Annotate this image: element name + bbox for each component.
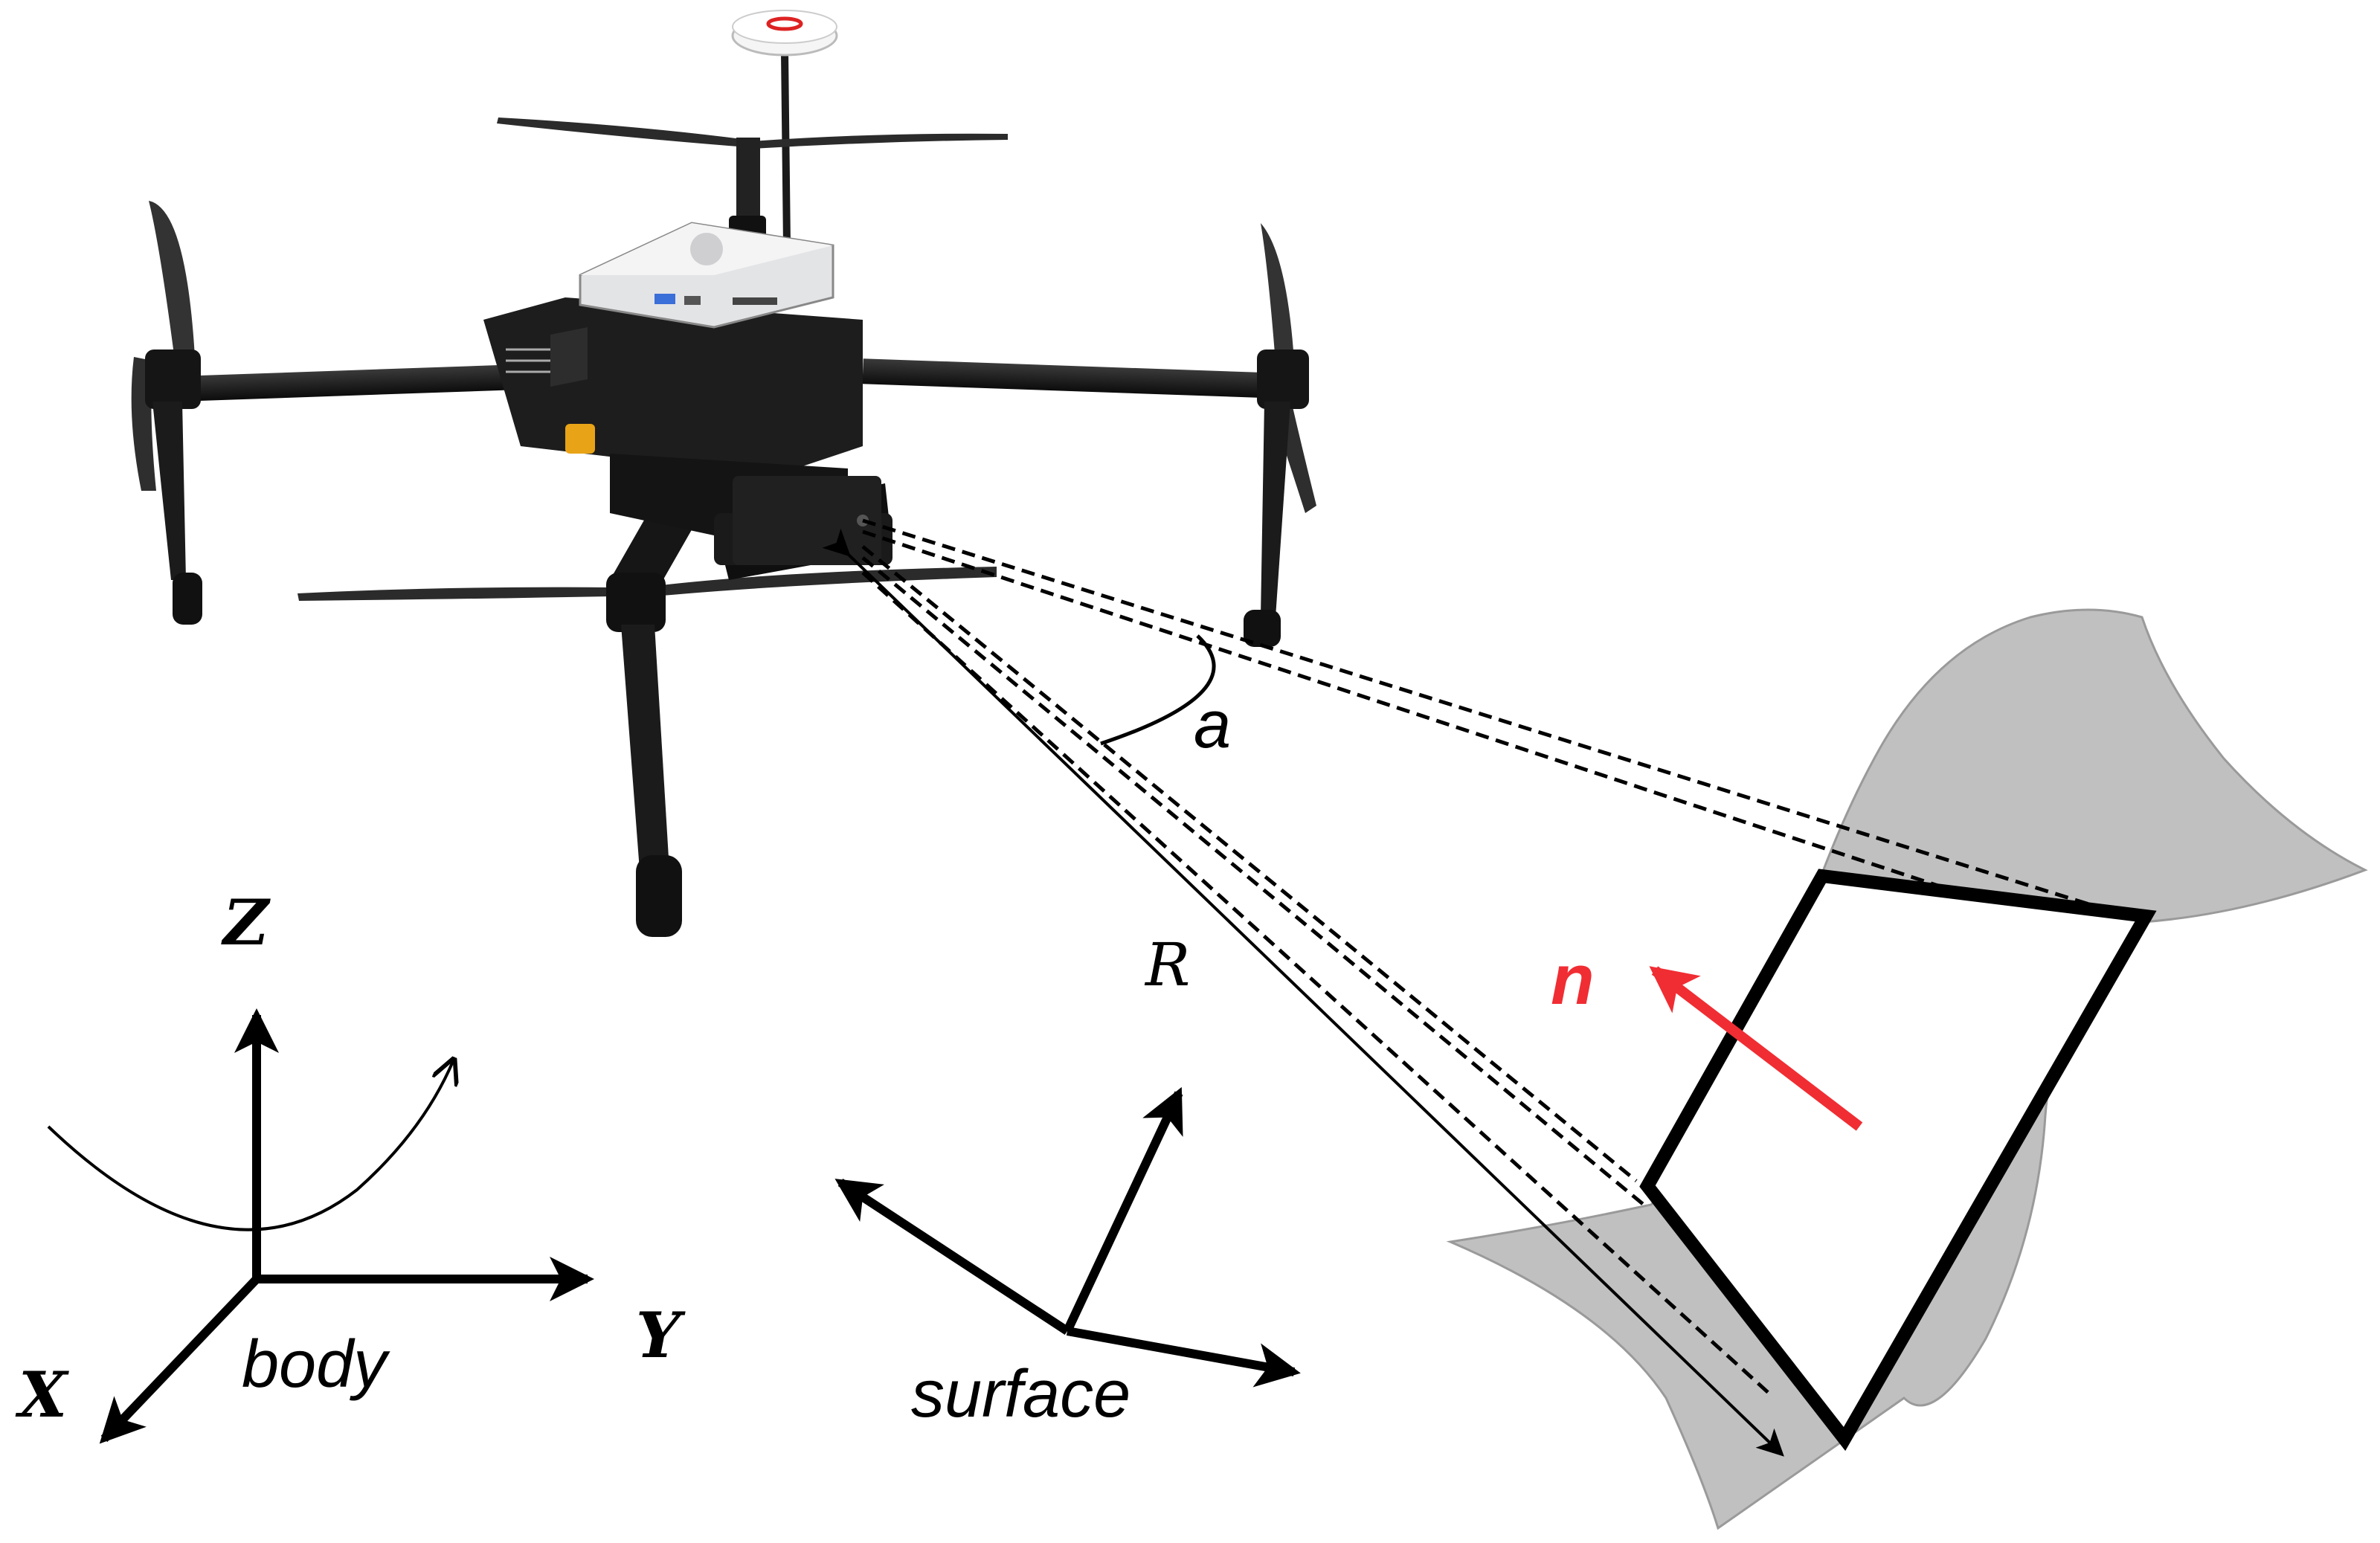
motor-right: [1244, 223, 1316, 647]
body-frame-label: body: [242, 1327, 390, 1402]
gps-antenna-icon: [731, 10, 838, 246]
range-sensor-icon: [733, 476, 881, 565]
landing-leg-front: [621, 625, 682, 937]
range-vector: [822, 528, 1784, 1457]
motor-left: [131, 201, 202, 625]
surface-frame: [834, 1086, 1301, 1388]
body-frame: [47, 1008, 594, 1444]
propeller-front: [298, 567, 997, 632]
z-axis-label: Z: [221, 886, 271, 959]
surface-frame-label: surface: [911, 1357, 1130, 1431]
normal-vector: [1649, 966, 1863, 1131]
y-axis-label: Y: [636, 1298, 686, 1372]
payload-box: [579, 222, 834, 329]
angle-label: a: [1194, 688, 1231, 762]
propeller-rear: [497, 117, 1008, 245]
range-label: R: [1144, 930, 1190, 999]
normal-label: n: [1551, 940, 1595, 1019]
quadcopter-drone-icon: [131, 10, 1316, 937]
beam-angle-arc: [1100, 634, 1216, 746]
x-axis-label: X: [15, 1358, 69, 1431]
